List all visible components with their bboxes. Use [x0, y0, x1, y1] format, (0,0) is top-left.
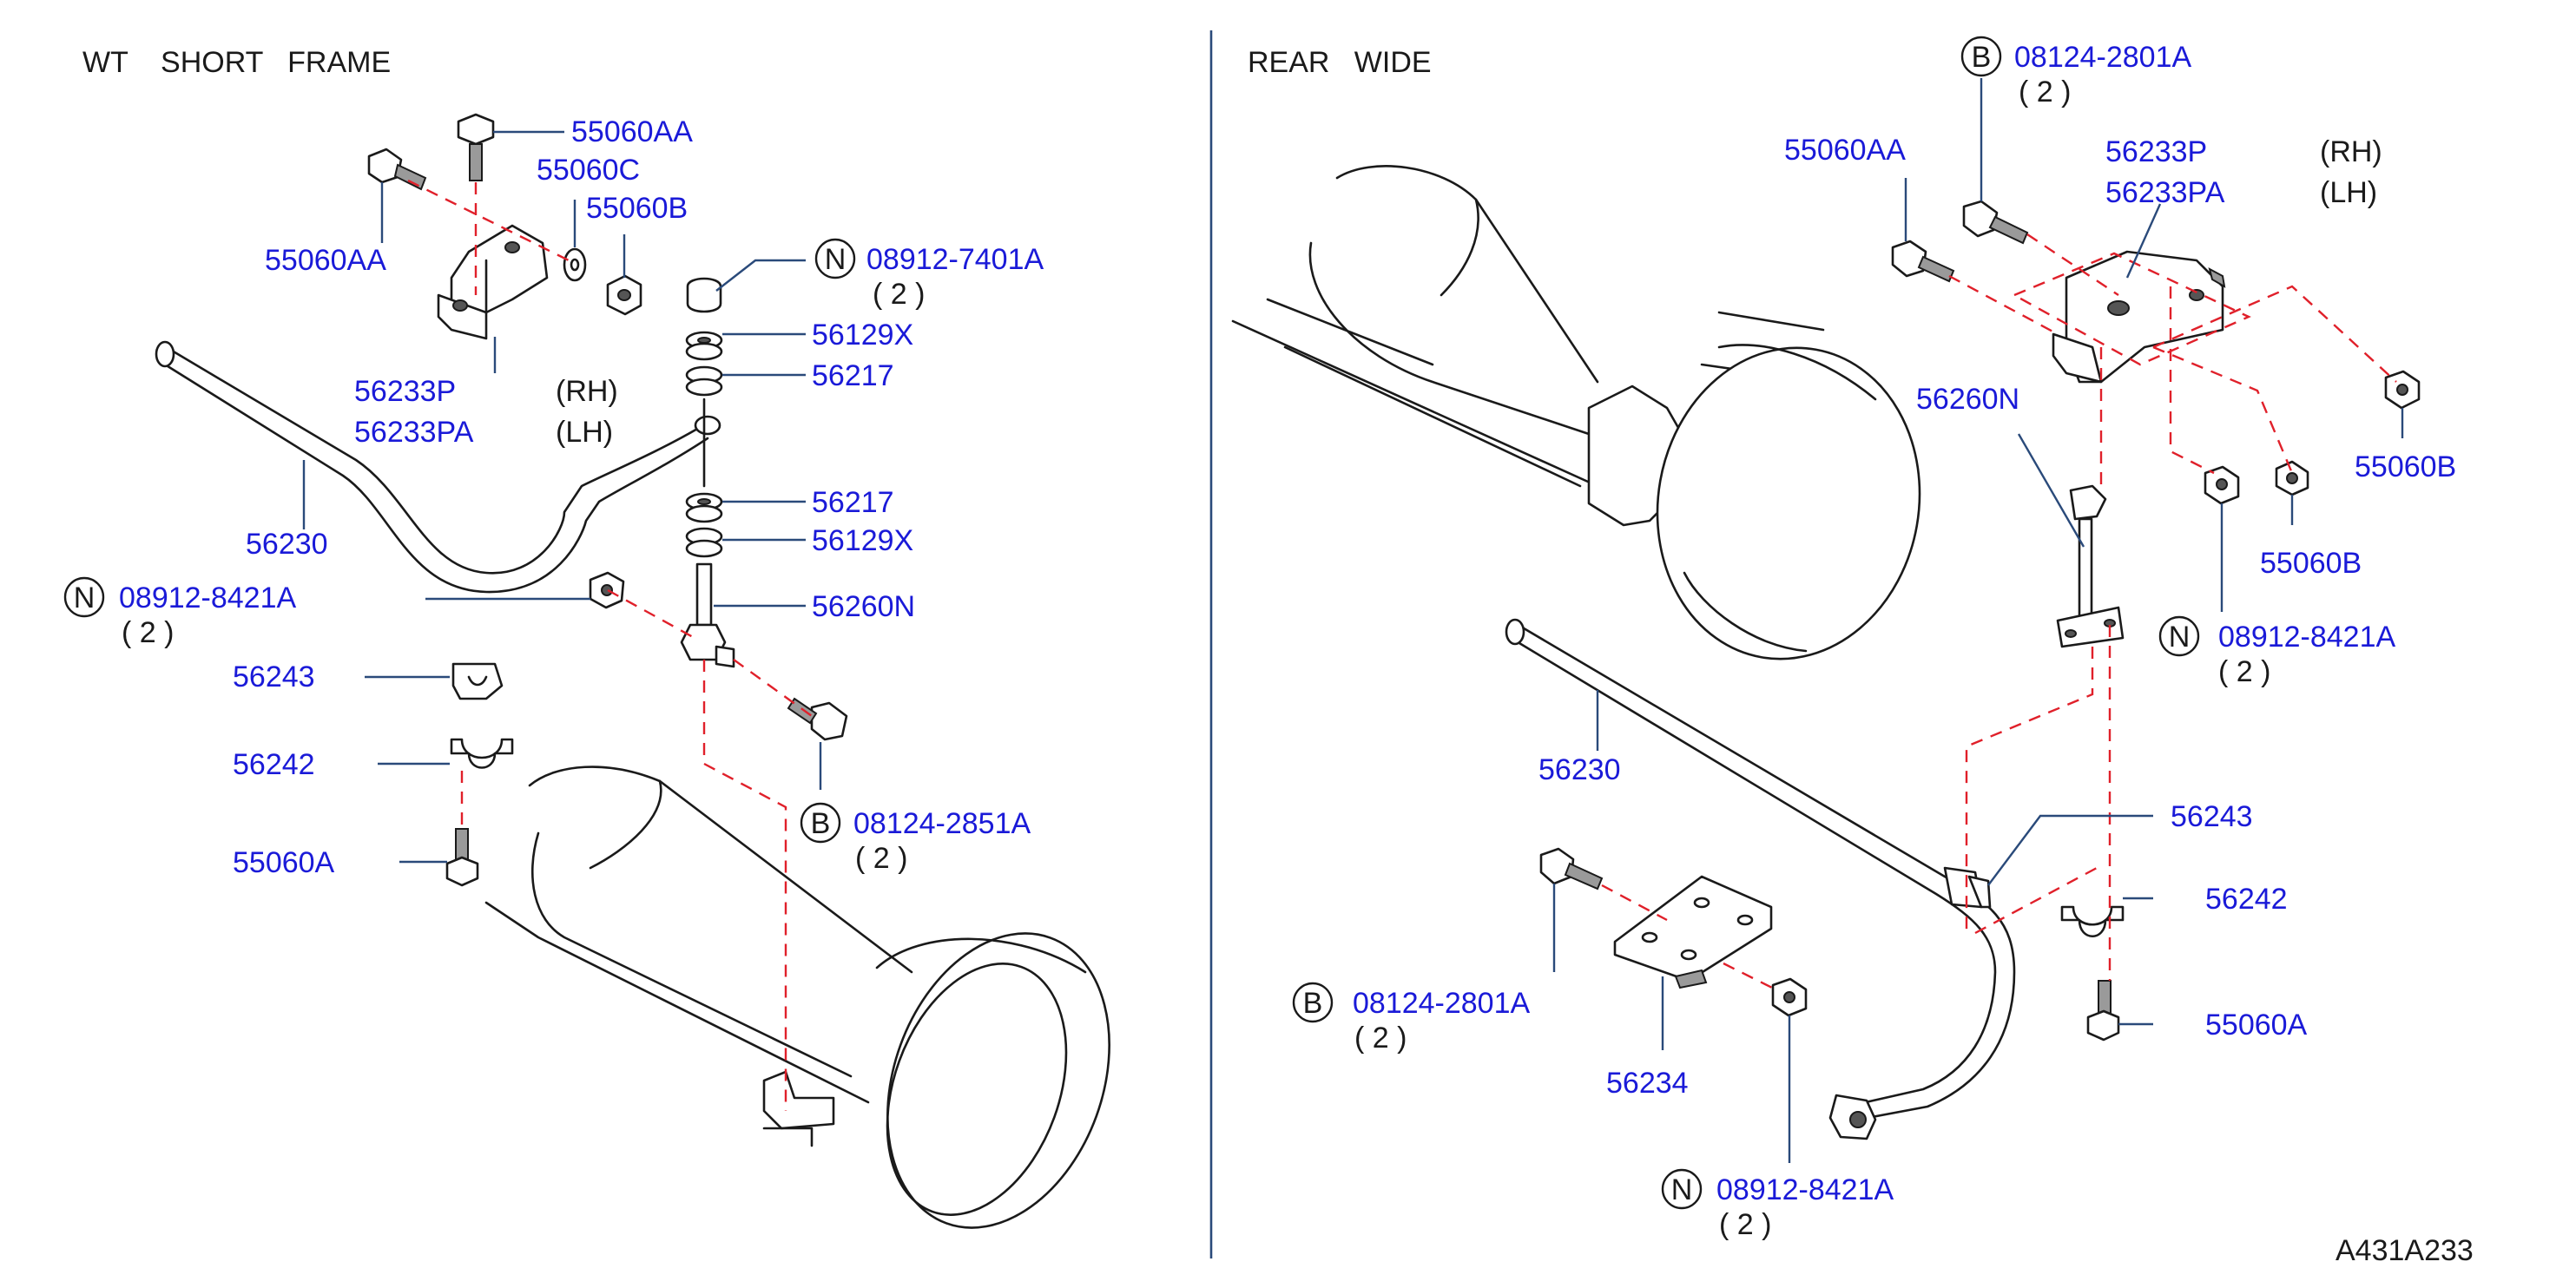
left-panel-title: WT SHORT FRAME [82, 46, 391, 79]
qty-08124-2851A: ( 2 ) [855, 842, 907, 875]
n-symbol-label: N [2169, 621, 2191, 654]
b-symbol: B [1960, 36, 2002, 77]
qty-08124-2801A-top: ( 2 ) [2019, 76, 2071, 108]
right-panel-title: REAR WIDE [1248, 46, 1432, 79]
symbol-circles: N N B B N B N [63, 36, 2200, 1210]
part-label-56242: 56242 [233, 748, 315, 781]
part-label-56233P: 56233P [354, 375, 456, 408]
b-symbol-label: B [811, 807, 831, 840]
qty-08912-8421A-bottom: ( 2 ) [1719, 1208, 1771, 1241]
right-axle-housing-drawing [1231, 165, 1921, 660]
diagram-id: A431A233 [2336, 1234, 2474, 1267]
n-symbol: N [2158, 615, 2200, 657]
part-label-55060A: 55060A [233, 846, 335, 879]
part-label-08124-2801A-bottom: 08124-2801A [1353, 987, 1531, 1020]
left-fasteners-drawing [367, 113, 848, 887]
part-label-56217-top: 56217 [812, 359, 894, 392]
part-label-56242: 56242 [2205, 883, 2288, 916]
part-label-55060B-right: 55060B [2355, 450, 2456, 483]
part-label-56233PA: 56233PA [354, 416, 474, 449]
left-stabilizer-bar-drawing [155, 340, 721, 594]
part-label-56233PA: 56233PA [2105, 176, 2225, 209]
right-drawing [1231, 165, 2421, 1140]
n-symbol: N [1661, 1168, 1703, 1210]
b-symbol-label: B [1972, 41, 1992, 74]
left-dashed-axes [407, 179, 813, 1111]
b-symbol: B [800, 802, 841, 844]
part-label-55060B: 55060B [586, 192, 688, 225]
right-dashed-axes [1601, 233, 2397, 991]
part-label-56230: 56230 [246, 528, 328, 561]
part-label-55060A: 55060A [2205, 1009, 2308, 1042]
rh-note: (RH) [2320, 135, 2382, 168]
part-label-56243: 56243 [2171, 800, 2253, 833]
right-labels: REAR WIDE 08124-2801A ( 2 ) 55060AA 5623… [1248, 41, 2474, 1267]
right-bracket-drawing [2052, 250, 2226, 384]
left-bracket-drawing [437, 224, 549, 340]
part-label-55060AA: 55060AA [1784, 134, 1906, 167]
part-label-08912-7401A: 08912-7401A [866, 243, 1044, 276]
part-label-08124-2851A: 08124-2851A [853, 807, 1031, 840]
n-symbol-label: N [1671, 1173, 1693, 1206]
part-label-56129X-top: 56129X [812, 319, 913, 352]
part-label-56260N: 56260N [812, 590, 915, 623]
part-label-56217-bottom: 56217 [812, 486, 894, 519]
part-label-08912-8421A-bottom: 08912-8421A [1716, 1173, 1894, 1206]
part-label-08124-2801A-top: 08124-2801A [2014, 41, 2192, 74]
b-symbol-label: B [1303, 987, 1323, 1020]
rh-note: (RH) [556, 375, 618, 408]
part-label-08912-8421A: 08912-8421A [119, 582, 297, 614]
part-label-56233P: 56233P [2105, 135, 2207, 168]
qty-08912-8421A: ( 2 ) [122, 616, 174, 649]
qty-08912-8421A-right: ( 2 ) [2218, 655, 2270, 688]
qty-08912-7401A: ( 2 ) [873, 278, 925, 311]
lh-note: (LH) [2320, 176, 2377, 209]
left-labels: WT SHORT FRAME 55060AA 55060C 55060B 550… [82, 46, 1044, 879]
part-label-56230: 56230 [1538, 753, 1621, 786]
right-stabilizer-bar-drawing [1505, 618, 2016, 1140]
b-symbol: B [1292, 982, 1334, 1023]
part-label-56243: 56243 [233, 660, 315, 693]
part-label-55060AA-left: 55060AA [265, 244, 386, 277]
right-fasteners-drawing [1539, 200, 2421, 1042]
n-symbol-label: N [74, 582, 96, 614]
n-symbol: N [63, 576, 105, 618]
n-symbol-label: N [825, 243, 847, 276]
n-symbol: N [814, 238, 856, 279]
part-label-55060B-lower: 55060B [2260, 547, 2362, 580]
right-link-drawing [2056, 484, 2125, 648]
leader-lines [302, 78, 2404, 1163]
part-label-56234: 56234 [1606, 1067, 1689, 1100]
part-label-56129X-bottom: 56129X [812, 524, 913, 557]
part-label-08912-8421A-right: 08912-8421A [2218, 621, 2396, 654]
lh-note: (LH) [556, 416, 613, 449]
qty-08124-2801A-bottom: ( 2 ) [1354, 1022, 1407, 1055]
part-label-56260N: 56260N [1916, 383, 2019, 416]
part-label-55060C: 55060C [537, 154, 640, 187]
part-label-55060AA-top: 55060AA [571, 115, 693, 148]
left-axle-housing-drawing [484, 766, 1110, 1229]
left-drawing [155, 113, 1110, 1229]
